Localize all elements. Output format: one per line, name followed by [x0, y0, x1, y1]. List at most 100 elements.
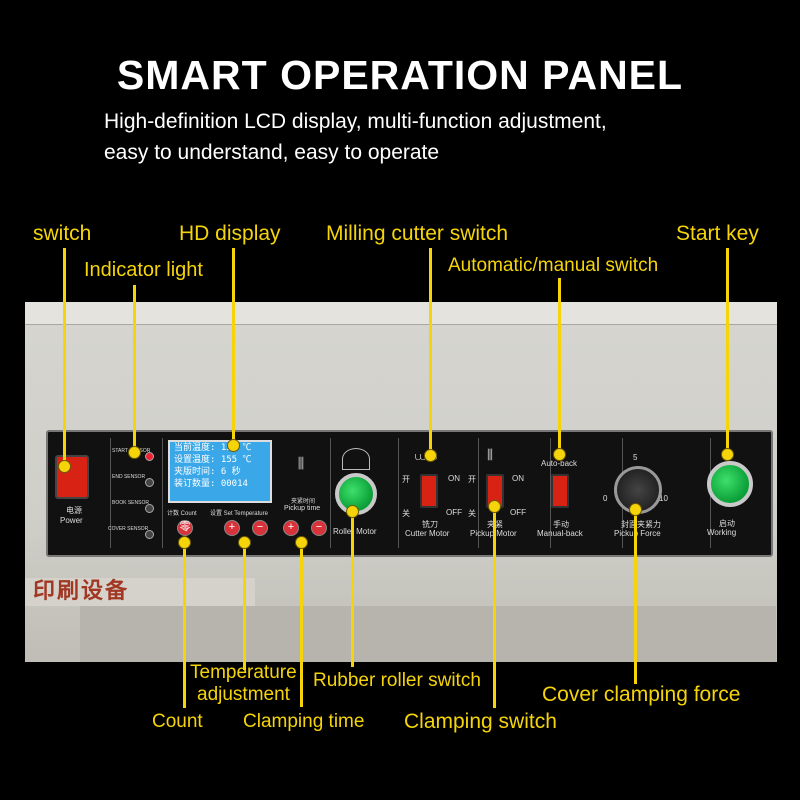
clamp-icon: ⫼ [487, 447, 493, 462]
callout-line-auto [558, 278, 561, 454]
callout-line-count [183, 540, 186, 708]
cutter-label-cn: 铣刀 [422, 520, 438, 529]
callout-dot-force [629, 503, 642, 516]
working-label: Working [707, 528, 737, 537]
callout-milling-cutter-switch: Milling cutter switch [326, 222, 509, 245]
auto-manual-rocker[interactable] [551, 474, 569, 508]
indicator-light-end [145, 478, 154, 487]
sensor-label-end: END SENSOR [112, 474, 146, 480]
cutter-section [398, 438, 479, 548]
callout-line-roller [351, 510, 354, 667]
lcd-line-4: 装订数量: 00014 [174, 479, 248, 489]
auto-back-label: Auto-back [541, 459, 578, 468]
pickup-section [478, 438, 551, 548]
power-section [48, 438, 111, 548]
callout-line-start [726, 248, 729, 454]
page-title: SMART OPERATION PANEL [116, 52, 684, 98]
power-label-cn: 电源 [66, 506, 82, 515]
callout-line-switch [63, 248, 66, 464]
divider [25, 324, 777, 325]
subtitle-line-2: easy to understand, easy to operate [104, 141, 440, 164]
callout-cover-clamping-force: Cover clamping force [542, 683, 741, 706]
pickup-on-cn: 开 [468, 475, 476, 484]
set-temperature-panel-label: 设置 Set Temperature [210, 511, 268, 517]
working-label-cn: 启动 [719, 519, 735, 528]
roller-icon [342, 448, 370, 470]
callout-line-temperature [243, 540, 246, 670]
sensor-section [110, 438, 163, 548]
power-label: Power [60, 516, 83, 525]
callout-switch: switch [33, 222, 92, 245]
callout-line-clamp-time [300, 540, 303, 707]
force-scale-5: 5 [633, 453, 638, 462]
callout-dot-roller [346, 505, 359, 518]
roller-section [330, 438, 399, 548]
machine-top-edge [25, 302, 777, 324]
callout-dot-cutter [424, 449, 437, 462]
force-scale-0: 0 [603, 494, 608, 503]
callout-temperature-line2: adjustment [197, 684, 290, 705]
callout-dot-temperature [238, 536, 251, 549]
callout-count: Count [152, 711, 203, 732]
manual-back-label-cn: 手动 [553, 520, 569, 529]
cutter-motor-label: Cutter Motor [405, 529, 450, 538]
machine-drawer [80, 606, 776, 662]
manual-back-label: Manual-back [537, 529, 583, 538]
pickup-on-label: ON [512, 474, 524, 483]
clamping-time-plus-button[interactable]: + [283, 520, 299, 536]
pickup-force-label: Pickup Force [614, 529, 661, 538]
count-reset-button[interactable]: 零 [177, 520, 193, 536]
callout-clamping-switch: Clamping switch [404, 710, 557, 733]
pickup-time-label: Pickup time [284, 505, 321, 512]
pickup-time-icon: ⫼ [297, 455, 305, 471]
lcd-display: 当前温度: 155 ℃ 设置温度: 155 ℃ 夹版时间: 6 秒 装订数量: … [168, 440, 272, 503]
temperature-plus-button[interactable]: + [224, 520, 240, 536]
callout-dot-clamping [488, 500, 501, 513]
callout-dot-start [721, 448, 734, 461]
callout-line-clamping [493, 505, 496, 708]
callout-hd-display: HD display [179, 222, 281, 245]
callout-dot-hd [227, 439, 240, 452]
force-scale-10: 10 [659, 494, 668, 503]
callout-dot-clamp-time [295, 536, 308, 549]
cutter-off-cn: 关 [402, 509, 410, 518]
lcd-line-3: 夹版时间: 6 秒 [174, 467, 241, 477]
cutter-off-label: OFF [446, 508, 462, 517]
force-label-cn: 封面夹紧力 [621, 520, 661, 529]
callout-dot-indicator [128, 446, 141, 459]
callout-line-hd [232, 248, 235, 444]
indicator-light-book [145, 504, 154, 513]
pickup-off-label: OFF [510, 508, 526, 517]
temperature-minus-button[interactable]: − [252, 520, 268, 536]
callout-dot-switch [58, 460, 71, 473]
sensor-label-book: BOOK SENSOR [112, 500, 149, 506]
cutter-motor-rocker[interactable] [420, 474, 438, 508]
lcd-line-1: 当前温度: 155 ℃ [174, 443, 252, 453]
indicator-light-start [145, 452, 154, 461]
callout-temperature-line1: Temperature [190, 662, 297, 683]
callout-clamping-time: Clamping time [243, 711, 365, 732]
display-section [162, 438, 331, 548]
machine-stencil: 印刷设备 [25, 578, 255, 606]
callout-line-force [634, 508, 637, 684]
pickup-time-label-cn: 夹紧时间 [291, 499, 316, 505]
sensor-label-cover: COVER SENSOR [108, 526, 149, 532]
lcd-line-2: 设置温度: 155 ℃ [174, 455, 252, 465]
callout-start-key: Start key [676, 222, 759, 245]
callout-line-cutter [429, 248, 432, 455]
subtitle-line-1: High-definition LCD display, multi-funct… [104, 110, 607, 133]
cutter-on-label: ON [448, 474, 460, 483]
roller-motor-label: Roller Motor [333, 527, 377, 536]
count-panel-label: 计数 Count [167, 511, 197, 517]
indicator-light-cover [145, 530, 154, 539]
callout-indicator-light: Indicator light [84, 259, 203, 281]
clamping-time-minus-button[interactable]: − [311, 520, 327, 536]
callout-rubber-roller-switch: Rubber roller switch [313, 670, 481, 691]
callout-line-indicator [133, 285, 136, 451]
pickup-off-cn: 关 [468, 509, 476, 518]
callout-dot-count [178, 536, 191, 549]
cutter-on-cn: 开 [402, 475, 410, 484]
callout-dot-auto [553, 448, 566, 461]
start-key-button[interactable] [707, 461, 753, 507]
callout-auto-manual-switch: Automatic/manual switch [448, 255, 659, 276]
